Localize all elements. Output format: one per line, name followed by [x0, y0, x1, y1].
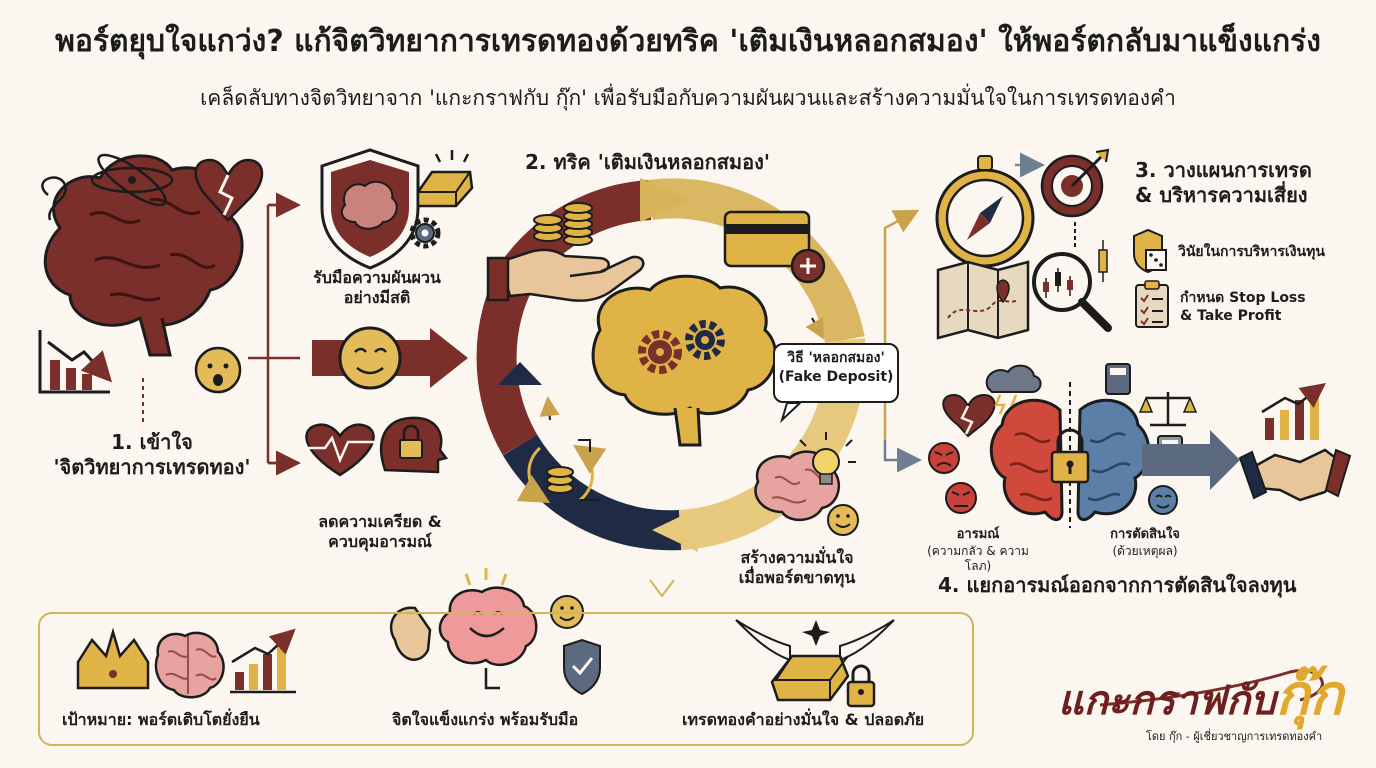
step1-item1-line1: รับมือความผันผวน	[313, 268, 441, 287]
worried-face-icon	[194, 346, 242, 394]
target-icon	[1040, 148, 1110, 218]
connector-to-emotion	[883, 440, 922, 473]
angry-face-icon	[928, 442, 960, 474]
pink-brain-bulb-icon	[754, 432, 856, 521]
mad-face-icon	[945, 482, 977, 514]
crown-icon	[76, 627, 150, 690]
smile-face-icon	[827, 504, 859, 536]
branch-connector	[248, 203, 300, 465]
gear-icon	[409, 217, 441, 249]
decision-sub: (ด้วยเหตุผล)	[1112, 543, 1178, 558]
small-arrow	[578, 439, 591, 452]
step3-title-line2: & บริหารความเสี่ยง	[1135, 183, 1308, 207]
storm-cloud-icon	[985, 364, 1042, 415]
step3-title: 3. วางแผนการเทรด & บริหารความเสี่ยง	[1135, 158, 1312, 208]
hand-with-coins-icon	[486, 202, 645, 302]
page-subtitle: เคล็ดลับทางจิตวิทยาจาก 'แกะกราฟกับ กุ๊ก'…	[200, 86, 1176, 110]
goal-2: จิตใจแข็งแกร่ง พร้อมรับมือ	[392, 710, 579, 729]
checklist-icon	[1135, 280, 1169, 328]
strong-brain-icon	[389, 568, 538, 690]
orbit-icon	[90, 153, 174, 207]
calculator-icon	[1105, 363, 1131, 395]
magnifier-chart-icon	[1032, 252, 1112, 332]
broken-heart-icon	[194, 158, 264, 222]
step3-item1: วินัยในการบริหารเงินทุน	[1178, 244, 1325, 260]
decision-label: การตัดสินใจ	[1110, 527, 1180, 542]
decision-arrow	[1142, 430, 1240, 490]
step2-result: สร้างความมั่นใจ เมื่อพอร์ตขาดทุน	[722, 548, 872, 588]
goal-3: เทรดทองคำอย่างมั่นใจ & ปลอดภัย	[682, 710, 925, 729]
heartbeat-heart-icon	[305, 423, 375, 477]
emotion-label: อารมณ์	[956, 527, 1000, 542]
split-brain-icon	[989, 382, 1151, 528]
map-icon	[936, 260, 1030, 340]
step1-title-line2: 'จิตวิทยาการเทรดทอง'	[53, 455, 251, 479]
brand-logo: แกะกราฟกับกุ๊ก	[1058, 650, 1343, 739]
shield-brain-icon	[320, 148, 420, 270]
winged-gold-bar-icon	[735, 619, 895, 702]
decision-caption: การตัดสินใจ (ด้วยเหตุผล)	[1090, 527, 1200, 559]
brain-with-gears-icon	[591, 274, 777, 447]
credit-card-plus-icon	[723, 210, 826, 284]
step4-title: 4. แยกอารมณ์ออกจากการตัดสินใจลงทุน	[938, 573, 1297, 597]
step1-title-line1: 1. เข้าใจ	[111, 430, 193, 454]
step1-item1-line2: อย่างมีสติ	[343, 288, 411, 307]
head-lock-icon	[379, 416, 449, 474]
growth-chart-icon	[1261, 383, 1326, 440]
step1-title: 1. เข้าใจ 'จิตวิทยาการเทรดทอง'	[52, 430, 252, 480]
growth-bars-icon	[230, 628, 296, 694]
emotion-sub: (ความกลัว & ความโลภ)	[927, 543, 1029, 574]
candlestick-icon	[1098, 240, 1108, 282]
brand-accent: กุ๊ก	[1275, 662, 1344, 728]
shield-check-icon	[563, 638, 601, 696]
brand-swoosh	[1099, 669, 1324, 707]
brand-byline: โดย กุ๊ก - ผู้เชี่ยวชาญการเทรดทองคำ	[1146, 730, 1323, 743]
calm-face-icon	[338, 326, 402, 390]
bubble-line1: วิธี 'หลอกสมอง'	[787, 350, 885, 366]
step3-title-line1: 3. วางแผนการเทรด	[1135, 158, 1312, 182]
step3-item2: กำหนด Stop Loss & Take Profit	[1180, 290, 1306, 325]
compass-icon	[935, 155, 1035, 268]
goal-1: เป้าหมาย: พอร์ตเติบโตยั่งยืน	[62, 710, 260, 729]
step2-title: 2. ทริค 'เติมเงินหลอกสมอง'	[525, 150, 770, 174]
step1-item2-line1: ลดความเครียด &	[318, 512, 442, 531]
step3-item2-line2: & Take Profit	[1180, 307, 1282, 324]
page-title: พอร์ตยุบใจแกว่ง? แก้จิตวิทยาการเทรดทองด้…	[55, 24, 1321, 59]
gold-bar-icon	[416, 150, 474, 208]
scales-icon	[1138, 392, 1198, 427]
falling-chart-icon	[38, 330, 113, 394]
bubble-line2: (Fake Deposit)	[778, 368, 894, 385]
calm-small-face-icon	[1148, 485, 1178, 515]
step3-item2-line1: กำหนด Stop Loss	[1180, 290, 1306, 306]
scribble-icon	[41, 176, 67, 221]
connector-to-plan	[883, 209, 920, 440]
bubble-tail	[779, 402, 803, 424]
broken-heart-small-icon	[942, 393, 996, 438]
brand-name: แกะกราฟกับ	[1058, 677, 1276, 724]
step1-item2-line2: ควบคุมอารมณ์	[328, 532, 432, 551]
goal-pointer	[649, 579, 675, 598]
handshake-icon	[1238, 448, 1352, 502]
step2-result-line1: สร้างความมั่นใจ	[740, 548, 854, 567]
step1-item2: ลดความเครียด & ควบคุมอารมณ์	[300, 512, 460, 552]
fake-deposit-bubble: วิธี 'หลอกสมอง' (Fake Deposit)	[773, 343, 899, 403]
padlock-icon	[846, 664, 876, 708]
step2-result-line2: เมื่อพอร์ตขาดทุน	[738, 568, 856, 587]
coin-cycle-icon	[516, 444, 607, 503]
emotion-caption: อารมณ์ (ความกลัว & ความโลภ)	[918, 527, 1038, 575]
goals-panel	[38, 612, 974, 746]
step1-item1: รับมือความผันผวน อย่างมีสติ	[292, 268, 462, 308]
pink-brain-icon	[154, 631, 225, 699]
stressed-brain-icon	[43, 154, 244, 357]
shield-dice-icon	[1133, 228, 1167, 274]
